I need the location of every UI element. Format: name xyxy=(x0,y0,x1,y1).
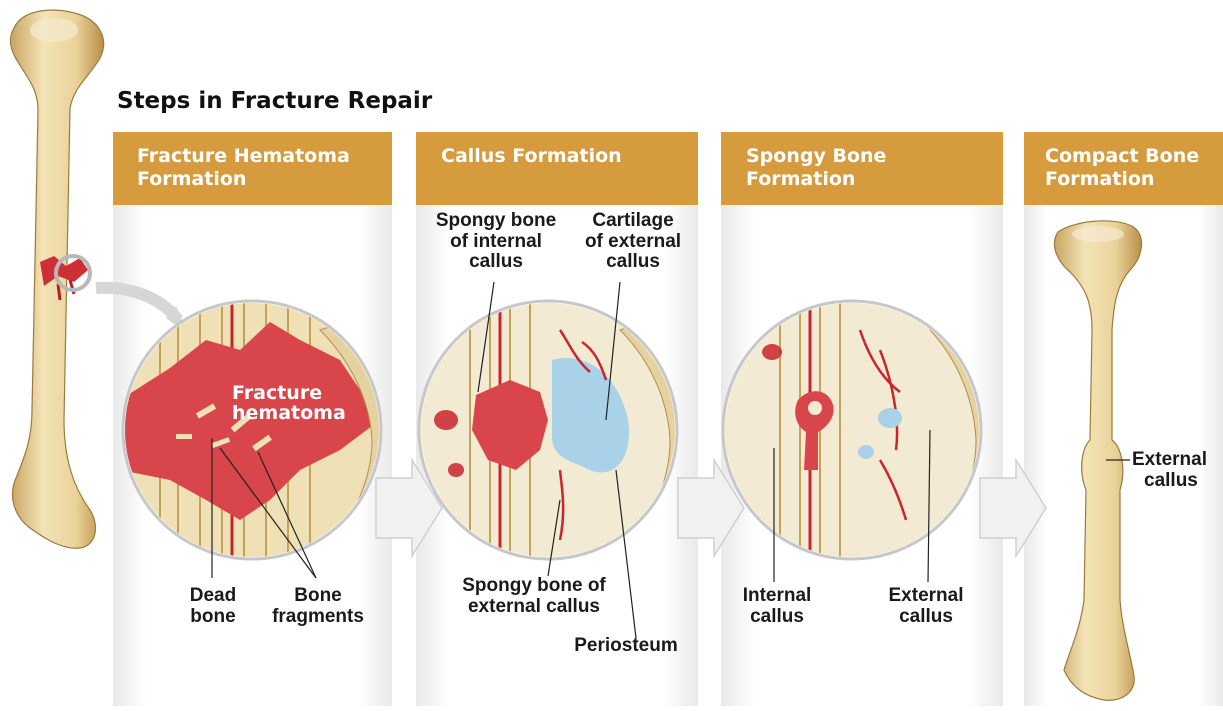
diagram-title: Steps in Fracture Repair xyxy=(117,89,432,114)
step2-header xyxy=(416,132,698,205)
step4-title-line2: Formation xyxy=(1045,168,1199,191)
label-dead-bone: Dead bone xyxy=(180,586,246,627)
label-cartilage-external-callus: Cartilage of external callus xyxy=(572,211,694,273)
step2-title-line1: Callus Formation xyxy=(441,145,622,168)
label-external-callus-step4: External callus xyxy=(1132,450,1207,491)
step3-title-line2: Formation xyxy=(746,168,886,191)
label-internal-callus: Internal callus xyxy=(730,586,824,627)
label-spongy-bone-external-callus: Spongy bone of external callus xyxy=(446,576,622,617)
step4-title-line1: Compact Bone xyxy=(1045,145,1199,168)
label-fracture-hematoma: Fracture hematoma xyxy=(232,384,346,424)
step1-title-line2: Formation xyxy=(137,168,350,191)
step2-title: Callus Formation xyxy=(441,145,622,168)
step3-title-line1: Spongy Bone xyxy=(746,145,886,168)
label-external-callus-step3: External callus xyxy=(876,586,976,627)
step3-title: Spongy Bone Formation xyxy=(746,145,886,191)
step1-title-line1: Fracture Hematoma xyxy=(137,145,350,168)
step1-title: Fracture Hematoma Formation xyxy=(137,145,350,191)
label-bone-fragments: Bone fragments xyxy=(262,586,374,627)
step4-title: Compact Bone Formation xyxy=(1045,145,1199,191)
step4-column xyxy=(1024,132,1223,706)
label-periosteum: Periosteum xyxy=(560,636,692,657)
label-spongy-bone-internal-callus: Spongy bone of internal callus xyxy=(424,211,568,273)
